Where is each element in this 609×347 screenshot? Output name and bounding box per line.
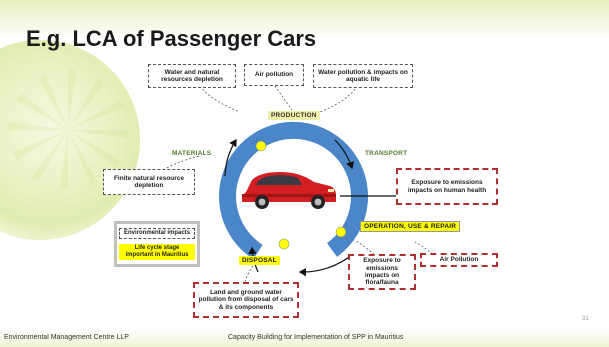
- footer-project: Capacity Building for Implementation of …: [228, 334, 404, 341]
- impact-water-resources: Water and natural resources depletion: [148, 64, 236, 88]
- stage-transport: TRANSPORT: [365, 150, 408, 157]
- cycle-dot: [278, 238, 290, 250]
- connector-disposal: [244, 262, 256, 283]
- connector-water-resources: [199, 85, 241, 113]
- arrow-materials-to-production: [224, 138, 237, 177]
- impact-land-water-pollution: Land and ground water pollution from dis…: [193, 282, 299, 318]
- impact-human-health: Exposure to emissions impacts on human h…: [396, 168, 498, 205]
- arrow-production-to-transport: [334, 139, 355, 170]
- stage-disposal: DISPOSAL: [239, 256, 280, 265]
- header-gradient: [0, 0, 609, 38]
- connector-water-pollution: [319, 88, 356, 113]
- slide-title: E.g. LCA of Passenger Cars: [26, 26, 317, 51]
- cycle-dot: [335, 226, 347, 238]
- impact-finite-resources: Finite natural resource depletion: [103, 169, 195, 195]
- legend-environmental-impacts: Environmental impacts: [119, 228, 195, 240]
- slide-number: 31: [582, 316, 589, 322]
- stage-use-repair: OPERATION, USE & REPAIR: [360, 221, 461, 232]
- legend-life-cycle-stage: Life cycle stage important in Mauritius: [119, 244, 195, 260]
- impact-water-pollution: Water pollution & impacts on aquatic lif…: [313, 64, 413, 88]
- footer-organization: Environmental Management Centre LLP: [4, 334, 129, 341]
- impact-air-pollution-top: Air pollution: [244, 64, 304, 86]
- impact-air-pollution-bottom: Air Pollution: [420, 253, 498, 267]
- stage-production: PRODUCTION: [268, 111, 320, 120]
- connector-air-pollution-top: [274, 85, 293, 111]
- cycle-dot: [255, 140, 267, 152]
- stage-materials: MATERIALS: [172, 150, 212, 157]
- impact-flora-fauna: Exposure to emissions impacts on flora/f…: [348, 254, 416, 290]
- car-image: [242, 172, 336, 209]
- connector-air-pollution-bottom: [414, 241, 439, 261]
- life-cycle-ring: [219, 121, 368, 260]
- arrow-use-to-disposal: [298, 253, 354, 277]
- legend-box: Environmental impacts Life cycle stage i…: [114, 221, 200, 267]
- footer-bar: [0, 328, 609, 347]
- connector-flora-fauna: [354, 239, 381, 261]
